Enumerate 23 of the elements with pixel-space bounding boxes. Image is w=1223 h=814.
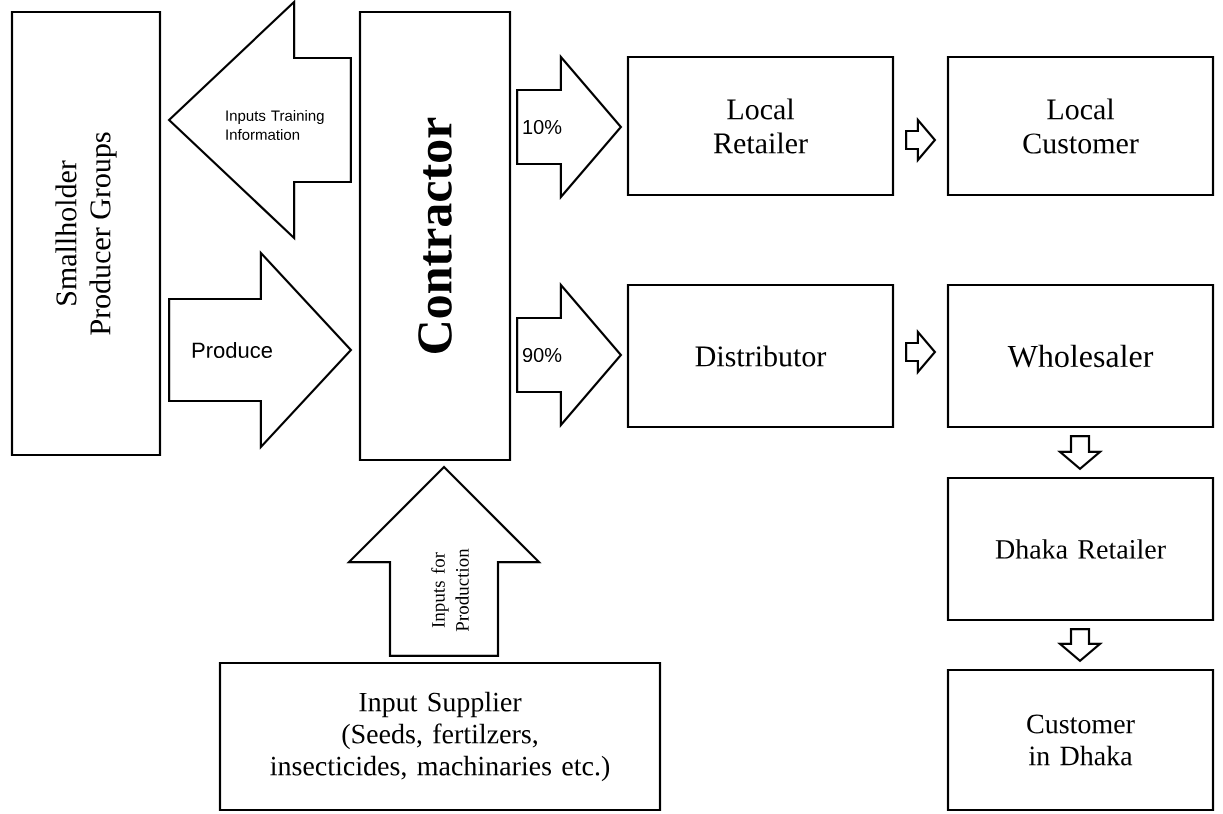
edge-label: 10% (523, 119, 562, 135)
process-box: Local Retailer (626, 55, 895, 197)
edge-label: Inputs Training Information (226, 110, 324, 140)
block-arrow (346, 465, 542, 657)
block-arrow (168, 250, 353, 450)
block-arrow (516, 54, 623, 200)
block-arrow (905, 117, 937, 163)
process-box: Distributor (626, 283, 895, 429)
process-box: Smallholder Producer Groups (10, 10, 162, 457)
edge-label: Produce (192, 341, 272, 359)
edge-label: 90% (522, 347, 562, 363)
edge-label: Inputs for Production (431, 548, 469, 632)
block-arrow (167, 0, 352, 241)
process-box: Customer in Dhaka (946, 668, 1215, 812)
process-box: Wholesaler (946, 283, 1215, 429)
block-arrow (905, 329, 937, 375)
process-box: Contractor (358, 10, 512, 462)
block-arrow (516, 282, 623, 428)
block-arrow (1057, 628, 1103, 663)
process-box: Input Supplier (Seeds, fertilzers, insecticides, machinaries etc.) (218, 661, 662, 812)
process-box: Dhaka Retailer (946, 476, 1215, 622)
block-arrow (1057, 435, 1103, 471)
process-box: Local Customer (946, 55, 1215, 197)
